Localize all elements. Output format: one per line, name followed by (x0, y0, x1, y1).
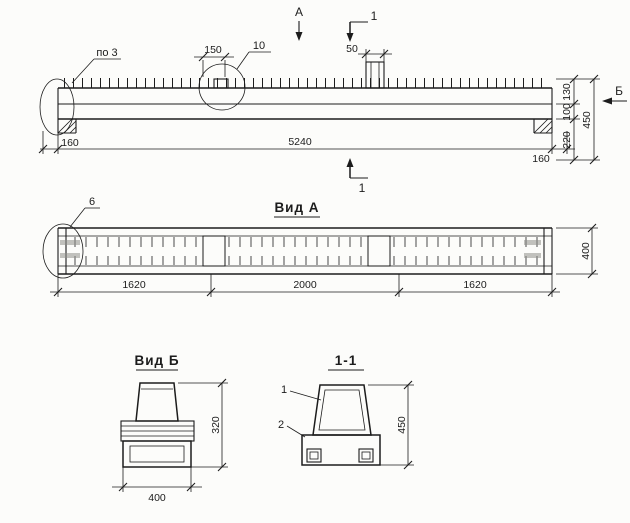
end-view-b: Вид Б 320 400 (112, 353, 228, 504)
beam-left-end (57, 88, 77, 134)
detail-circle-middle (198, 63, 246, 111)
plan-bottom-dims: 1620 2000 1620 (50, 274, 560, 297)
splice-plate-left (202, 235, 226, 267)
section-marker-1-top-label: 1 (371, 9, 378, 23)
view-b-width-dim: 400 (112, 467, 202, 504)
section-pos-2-label: 2 (278, 419, 284, 431)
elevation-right-dims: 130 100 220 450 (556, 74, 600, 165)
callout-10-label: 10 (253, 40, 265, 52)
callout-po3-leader (71, 58, 95, 84)
dim-320-label: 320 (210, 416, 222, 434)
view-b-height-dim: 320 (178, 378, 228, 472)
view-marker-a-label: А (295, 5, 303, 19)
dim-1620-right-label: 1620 (463, 279, 487, 291)
view-marker-b: Б (602, 84, 627, 105)
section-pos-2-leader (286, 425, 306, 438)
view-b-title: Вид Б (134, 353, 179, 368)
dim-5240-label: 5240 (288, 136, 312, 148)
dim-400-viewb-label: 400 (148, 492, 166, 504)
section-height-dim: 450 (368, 380, 414, 470)
illegible-stamp-left-bottom (60, 253, 80, 258)
callout-10-leader (236, 51, 250, 70)
dim-160-left-label: 160 (61, 137, 79, 149)
dim-2000-label: 2000 (293, 279, 317, 291)
section-pos-1-leader (289, 390, 322, 401)
elevation-bottom-dims: 160 5240 160 (38, 133, 575, 165)
illegible-stamp-right-top (524, 240, 541, 245)
view-b-base-inner (129, 445, 185, 463)
view-marker-b-label: Б (615, 84, 623, 98)
dim-220-label: 220 (561, 131, 573, 149)
section-marker-1-top: 1 (346, 9, 378, 42)
plan-stirrup-ticks (70, 237, 540, 265)
elevation-view: по 3 150 10 50 А (38, 5, 627, 195)
dim-1620-left-label: 1620 (122, 279, 146, 291)
dim-450-section-label: 450 (396, 416, 408, 434)
plan-view-a: Вид А 6 (42, 196, 598, 297)
dim-400-plan-label: 400 (580, 242, 592, 260)
section-1-1-drawing (301, 384, 381, 466)
view-a-title: Вид А (274, 200, 319, 215)
section-marker-1-bottom: 1 (346, 158, 368, 195)
splice-plate-right (367, 235, 391, 267)
section-anchor-left (306, 448, 322, 463)
view-b-base (122, 440, 192, 468)
section-1-1: 1-1 1 2 450 (278, 353, 414, 470)
dim-50-label: 50 (346, 43, 358, 55)
detail-circle-plan-left-end (42, 223, 84, 279)
section-base (301, 434, 381, 466)
dim-130-label: 130 (561, 83, 573, 101)
dim-100-label: 100 (561, 103, 573, 121)
callout-6-label: 6 (89, 196, 95, 208)
illegible-stamp-right-bottom (524, 253, 541, 258)
beam-right-end (533, 88, 553, 134)
dim-450-label: 450 (581, 111, 593, 129)
stirrup-ticks (60, 78, 550, 88)
section-anchor-right (358, 448, 374, 463)
callout-po3-label: по 3 (96, 47, 117, 59)
dim-50: 50 (346, 43, 392, 62)
detail-circle-left-end (39, 78, 75, 136)
section-marker-1-bottom-label: 1 (359, 181, 366, 195)
dim-160-right-label: 160 (532, 153, 550, 165)
plan-width-dim: 400 (556, 223, 598, 279)
embedded-plate (365, 61, 385, 89)
callout-6-leader (69, 207, 86, 228)
view-marker-a: А (295, 5, 303, 41)
section-pos-1-label: 1 (281, 384, 287, 396)
embedded-item (213, 78, 229, 89)
view-b-drawing (120, 382, 195, 468)
dim-150: 150 (194, 44, 234, 77)
plan-beam-body (57, 227, 553, 275)
illegible-stamp-left-top (60, 240, 80, 245)
section-1-1-title: 1-1 (335, 353, 358, 368)
dim-150-label: 150 (204, 44, 222, 56)
